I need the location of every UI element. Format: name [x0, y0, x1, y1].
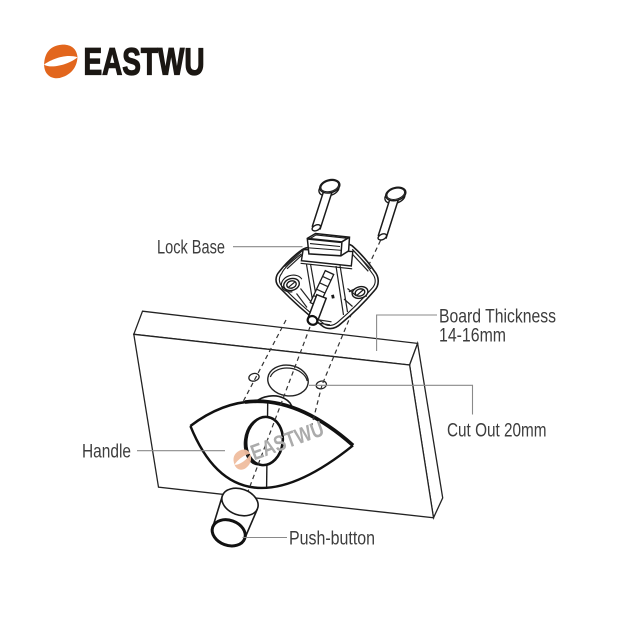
svg-text:Cut Out 20mm: Cut Out 20mm — [447, 421, 547, 442]
svg-text:Board Thickness: Board Thickness — [439, 307, 556, 328]
svg-text:Handle: Handle — [82, 442, 131, 463]
svg-text:Lock Base: Lock Base — [157, 238, 225, 259]
svg-text:14-16mm: 14-16mm — [439, 326, 506, 347]
svg-text:EASTWU: EASTWU — [84, 42, 205, 84]
svg-text:Push-button: Push-button — [289, 529, 375, 550]
